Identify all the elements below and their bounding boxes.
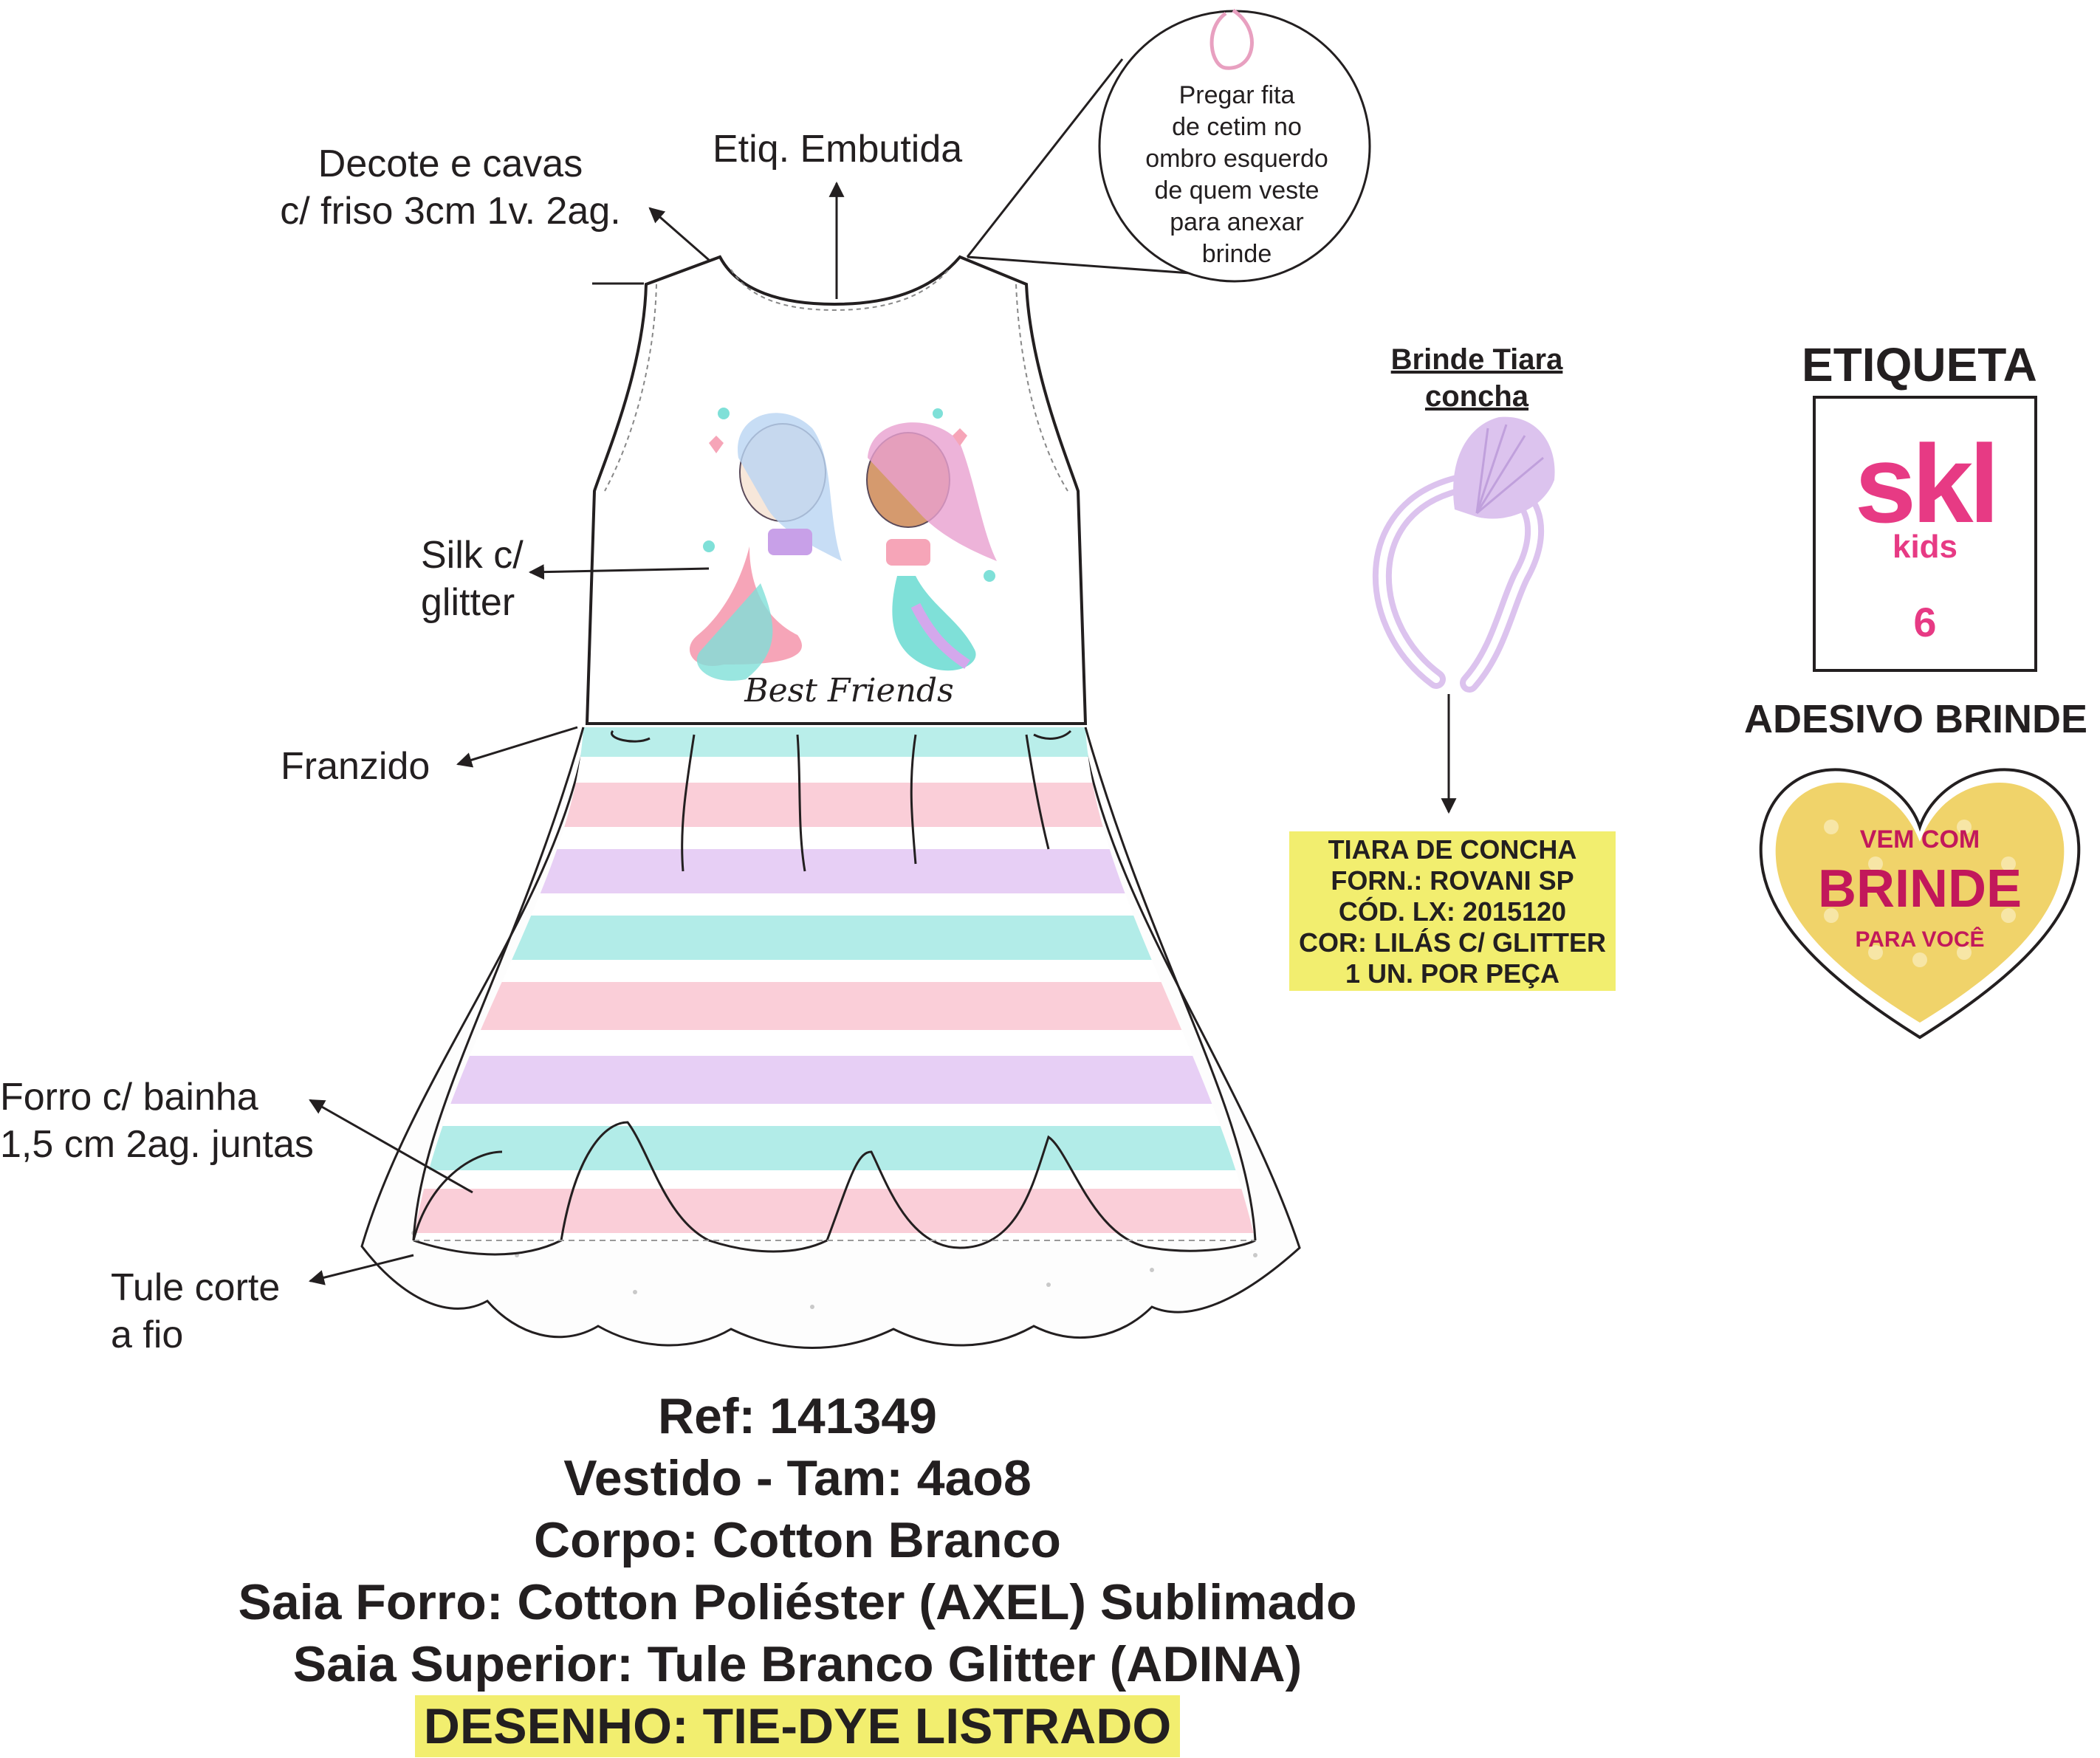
spec-design: DESENHO: TIE-DYE LISTRADO xyxy=(414,1695,1181,1757)
bodice xyxy=(585,255,1088,725)
sticker-line2: BRINDE xyxy=(1818,859,2022,919)
skirt-lining xyxy=(414,726,1255,1240)
spec-top: Saia Superior: Tule Branco Glitter (ADIN… xyxy=(292,1636,1303,1692)
gift-title: Brinde Tiara concha xyxy=(1390,343,1563,413)
callout-silk: Silk c/ glitter xyxy=(421,534,524,624)
sticker-title: ADESIVO BRINDE xyxy=(1744,697,2088,741)
brand-sub: kids xyxy=(1892,529,1958,565)
callout-tulle: Tule corte a fio xyxy=(111,1266,281,1356)
spec-ref: Ref: 141349 xyxy=(657,1388,938,1444)
callout-label: Etiq. Embutida xyxy=(713,128,963,171)
ribbon-icon xyxy=(1209,8,1254,70)
brand-logo: skl xyxy=(1854,422,2000,546)
callout-neckline: Decote e cavas c/ friso 3cm 1v. 2ag. xyxy=(280,143,621,233)
headband-icon xyxy=(1372,416,1555,693)
callout-lining: Forro c/ bainha 1,5 cm 2ag. juntas xyxy=(0,1076,314,1166)
callout-gathered: Franzido xyxy=(281,745,430,788)
mermaid-print: Best Friends xyxy=(689,408,997,710)
callout-ribbon: Pregar fita de cetim no ombro esquerdo d… xyxy=(1145,81,1328,268)
spec-item: Vestido - Tam: 4ao8 xyxy=(563,1450,1032,1506)
tag-title: ETIQUETA xyxy=(1802,338,2037,391)
gather-folds xyxy=(610,729,1072,872)
lining-hem xyxy=(412,1121,1256,1256)
tag-size: 6 xyxy=(1913,599,1937,645)
callout-arrows xyxy=(308,58,1212,1285)
spec-lining: Saia Forro: Cotton Poliéster (AXEL) Subl… xyxy=(238,1574,1357,1630)
sticker-line1: VEM COM xyxy=(1860,825,1980,854)
sticker-line3: PARA VOCÊ xyxy=(1855,927,1984,952)
spec-body: Corpo: Cotton Branco xyxy=(534,1512,1061,1568)
sticker-dots xyxy=(1824,820,2016,967)
gift-info-box: TIARA DE CONCHA FORN.: ROVANI SP CÓD. LX… xyxy=(1289,831,1616,991)
spec-block: Ref: 141349 Vestido - Tam: 4ao8 Corpo: C… xyxy=(148,1385,1447,1757)
print-text: Best Friends xyxy=(744,672,953,710)
tag-box: skl kids 6 xyxy=(1813,396,2037,672)
